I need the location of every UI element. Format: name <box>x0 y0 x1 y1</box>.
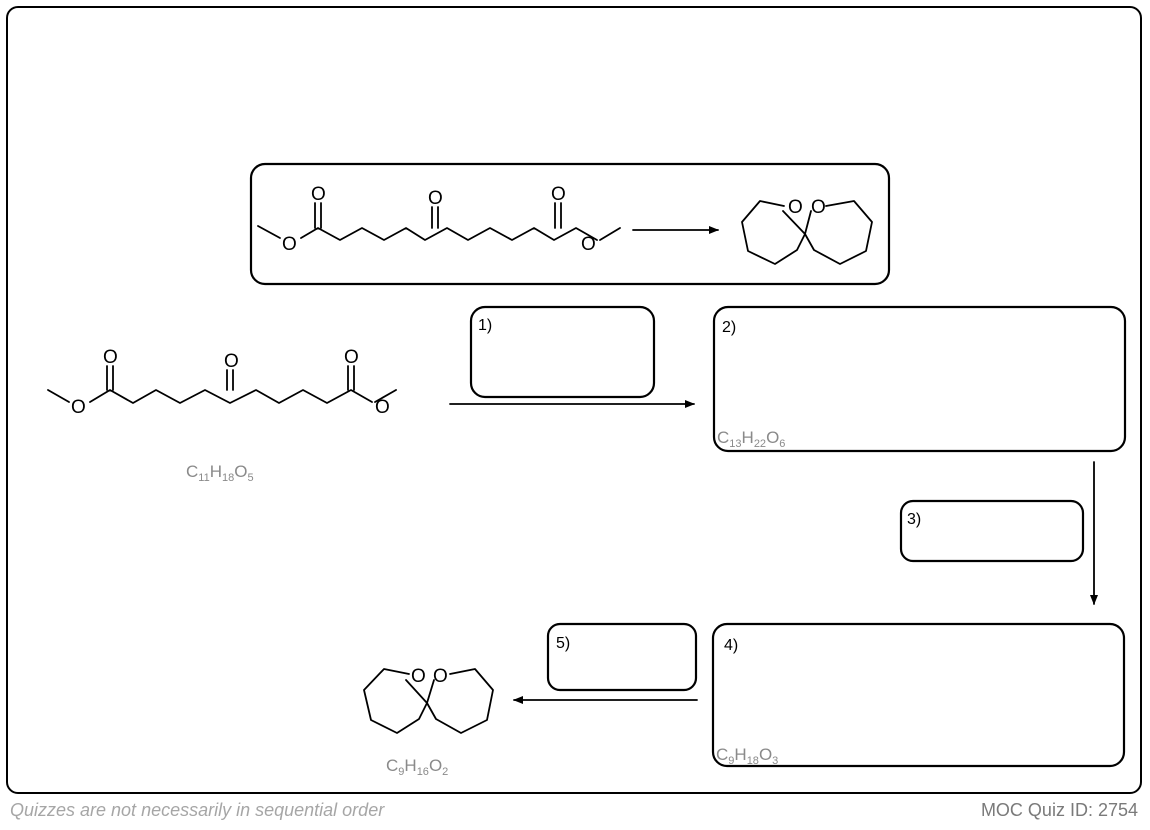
ester-oxygen-label: O <box>282 234 297 255</box>
summary-spiroketal-molecule: O O <box>741 197 873 265</box>
ring-oxygen-label: O <box>788 197 803 218</box>
step-3-reagent-box[interactable] <box>899 499 1085 563</box>
ketone-oxygen-label: O <box>224 351 239 372</box>
step-3-label: 3) <box>907 511 921 528</box>
summary-diester-molecule: O O O O O <box>257 184 621 255</box>
ester-oxygen-label: O <box>375 397 390 418</box>
ring-oxygen-label: O <box>411 666 426 687</box>
ring-oxygen-label: O <box>811 197 826 218</box>
step-5-reagent-box[interactable] <box>546 622 698 692</box>
step-1-label: 1) <box>478 317 492 334</box>
ester-oxygen-label: O <box>71 397 86 418</box>
footer-note: Quizzes are not necessarily in sequentia… <box>10 800 385 820</box>
starting-formula: C11H18O5 <box>186 462 254 484</box>
starting-diester-molecule: O O O O O <box>47 347 397 418</box>
carbonyl-oxygen-label: O <box>311 184 326 205</box>
step-2-product-box[interactable] <box>712 305 1127 453</box>
summary-box <box>249 162 891 286</box>
step-2-label: 2) <box>722 319 736 336</box>
carbonyl-oxygen-label: O <box>344 347 359 368</box>
product-formula: C9H16O2 <box>386 756 448 778</box>
step-1-reagent-box[interactable] <box>469 305 656 399</box>
ester-oxygen-label: O <box>581 234 596 255</box>
step-2-formula: C13H22O6 <box>717 428 785 450</box>
ketone-oxygen-label: O <box>428 188 443 209</box>
quiz-frame <box>6 6 1142 794</box>
step-4-label: 4) <box>724 637 738 654</box>
ring-oxygen-label: O <box>433 666 448 687</box>
step-4-product-box[interactable] <box>711 622 1126 768</box>
carbonyl-oxygen-label: O <box>551 184 566 205</box>
step-5-label: 5) <box>556 635 570 652</box>
product-spiroketal-molecule: O O <box>363 666 494 734</box>
quiz-id: MOC Quiz ID: 2754 <box>980 800 1138 820</box>
step-4-formula: C9H18O3 <box>716 745 778 767</box>
carbonyl-oxygen-label: O <box>103 347 118 368</box>
